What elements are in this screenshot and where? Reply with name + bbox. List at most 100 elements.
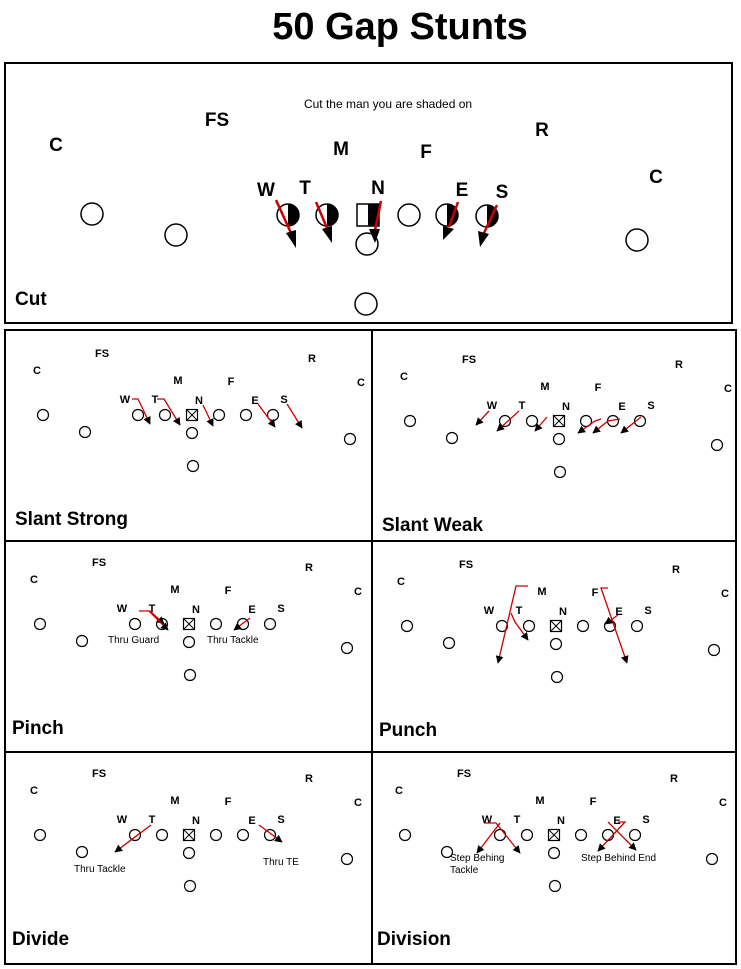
- defender-f: F: [420, 142, 432, 163]
- defender-w: W: [484, 605, 495, 617]
- defender-t: T: [299, 178, 311, 199]
- offense-player: [601, 828, 615, 842]
- offense-player: [263, 617, 277, 631]
- defender-n: N: [562, 401, 570, 413]
- center-x: [183, 618, 195, 630]
- shade-right-half: [327, 204, 338, 226]
- page-title: 50 Gap Stunts: [272, 6, 528, 48]
- offense-player: [548, 879, 562, 893]
- stunt-line: [496, 410, 520, 432]
- offense-player: [549, 637, 563, 651]
- stunt-line: [139, 610, 165, 625]
- stunt-line: [620, 416, 642, 434]
- receiver-slot-left: [164, 223, 188, 247]
- defender-e: E: [613, 815, 620, 827]
- defender-fs: FS: [92, 768, 106, 780]
- defender-m: M: [333, 139, 349, 160]
- stunt-line: [314, 201, 329, 229]
- center-x: [183, 829, 195, 841]
- offense-player: [340, 852, 354, 866]
- defender-fs: FS: [205, 110, 229, 131]
- stunt-arrowhead: [322, 226, 332, 243]
- stunt-name: Divide: [12, 929, 69, 950]
- offense-player: [633, 414, 647, 428]
- offense-player: [525, 414, 539, 428]
- defender-m: M: [170, 584, 179, 596]
- defender-s: S: [496, 182, 509, 203]
- stunt-line: [202, 404, 214, 427]
- defender-s: S: [277, 814, 284, 826]
- stunt-line: [132, 398, 151, 425]
- stunt-arrowhead: [286, 230, 296, 248]
- defender-t: T: [516, 605, 523, 617]
- offense-player: [236, 828, 250, 842]
- offense-player: [576, 619, 590, 633]
- offense-player: [707, 643, 721, 657]
- stunt-line: [600, 587, 629, 664]
- center-x: [553, 415, 565, 427]
- stunt-note: Thru Tackle: [207, 635, 259, 646]
- defender-r: R: [308, 353, 316, 365]
- defender-w: W: [117, 814, 128, 826]
- offense-player: [75, 634, 89, 648]
- defender-m: M: [537, 586, 546, 598]
- offense-player: [78, 425, 92, 439]
- stunt-line: [534, 416, 548, 432]
- stunt-note: Thru Guard: [108, 635, 159, 646]
- center-x: [548, 829, 560, 841]
- cut-diagram: Cut the man you are shaded on C FS M F R…: [15, 97, 663, 316]
- receiver-split-left: [80, 202, 104, 226]
- defender-w: W: [482, 814, 493, 826]
- stunt-arrowhead: [478, 231, 489, 247]
- offense-player: [158, 408, 172, 422]
- defender-c2: C: [357, 377, 365, 389]
- offense-player: [131, 408, 145, 422]
- defender-s: S: [280, 394, 287, 406]
- stunt-line: [577, 418, 602, 434]
- defender-n: N: [192, 604, 200, 616]
- offense-player: [33, 617, 47, 631]
- defender-f: F: [595, 382, 602, 394]
- stunt-arrowhead: [443, 226, 454, 240]
- offense-player: [574, 828, 588, 842]
- defender-e: E: [248, 815, 255, 827]
- defender-w: W: [120, 394, 131, 406]
- diagram-cut: [4, 62, 733, 324]
- defender-n: N: [371, 178, 385, 199]
- offense-player: [182, 846, 196, 860]
- defender-fs: FS: [459, 559, 473, 571]
- running-back: [354, 292, 378, 316]
- offense-player: [550, 670, 564, 684]
- stunt-line: [484, 822, 521, 854]
- center-shade: [368, 204, 379, 226]
- defender-fs: FS: [92, 557, 106, 569]
- offense-player: [495, 619, 509, 633]
- defender-m: M: [540, 381, 549, 393]
- defender-t: T: [149, 603, 156, 615]
- stunt-line: [604, 614, 619, 625]
- stunt-note: Thru Tackle: [74, 864, 126, 875]
- offense-player: [182, 635, 196, 649]
- offense-player: [183, 668, 197, 682]
- defender-t: T: [149, 814, 156, 826]
- offense-player: [398, 828, 412, 842]
- offense-player: [520, 828, 534, 842]
- defender-e: E: [248, 604, 255, 616]
- offense-player: [75, 845, 89, 859]
- stunt-line: [495, 585, 528, 664]
- offense-player: [553, 465, 567, 479]
- offense-player: [630, 619, 644, 633]
- defender-t: T: [514, 814, 521, 826]
- defender-r: R: [305, 773, 313, 785]
- defender-fs: FS: [457, 768, 471, 780]
- stunt-line: [510, 612, 529, 641]
- stunt-line: [592, 418, 621, 434]
- defender-t: T: [152, 394, 159, 406]
- stunt-note: Step Behind End: [581, 853, 656, 864]
